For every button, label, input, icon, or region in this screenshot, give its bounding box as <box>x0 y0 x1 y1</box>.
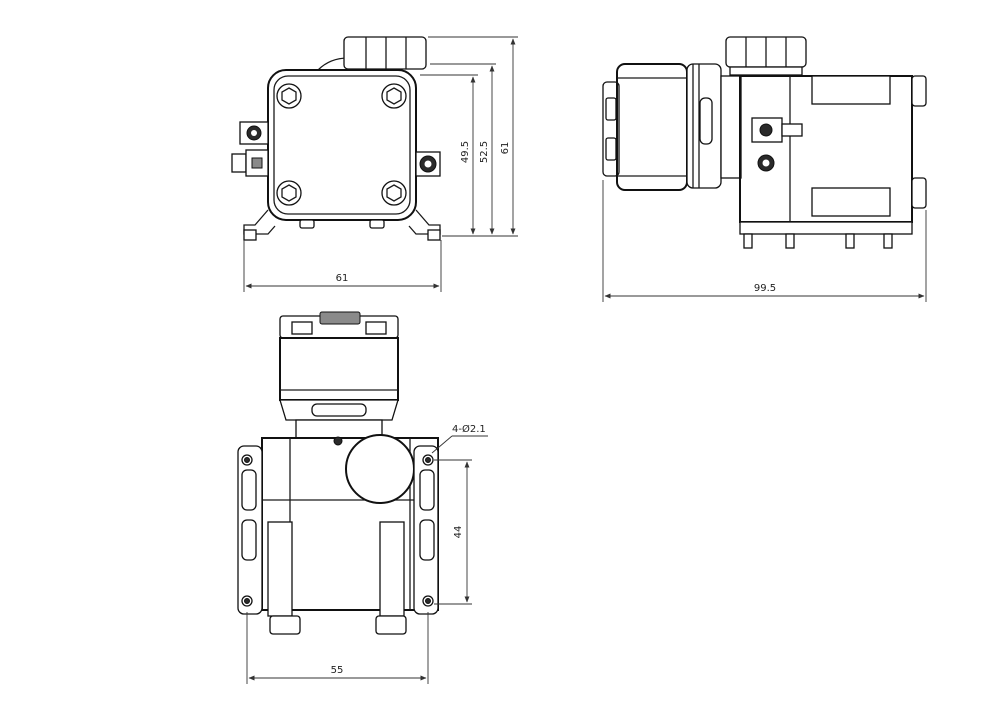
front-left-fitting-upper <box>239 121 269 145</box>
front-body <box>267 69 417 221</box>
plan-width-label: 55 <box>331 665 344 676</box>
side-base <box>739 221 913 249</box>
front-left-fitting-lower <box>231 149 269 177</box>
front-bolt-top-right <box>381 83 407 109</box>
plan-mount-label: 44 <box>453 526 464 539</box>
plan-right-bracket <box>413 445 439 615</box>
side-view: 99.5 <box>602 36 927 302</box>
front-mount-feet <box>243 209 441 241</box>
side-pump-body <box>739 75 927 223</box>
plan-body <box>261 434 439 635</box>
front-bolt-bottom-left <box>276 180 302 206</box>
side-length-dimension: 99.5 <box>602 180 927 302</box>
front-height-1-label: 49.5 <box>460 141 471 163</box>
plan-top-cap <box>279 311 399 339</box>
side-motor <box>602 63 688 191</box>
front-bolt-top-left <box>276 83 302 109</box>
plan-mount-dimension: 44 <box>434 459 472 605</box>
front-height-3-label: 61 <box>500 142 511 155</box>
front-view: 61 49.5 52.5 61 <box>231 36 518 292</box>
front-height-2-label: 52.5 <box>479 141 490 163</box>
plan-motor <box>279 337 399 439</box>
front-top-cap <box>317 36 427 71</box>
plan-width-dimension: 55 <box>246 612 429 684</box>
hole-callout: 4-Ø2.1 <box>431 423 488 454</box>
side-top-cap <box>725 36 807 76</box>
hole-callout-label: 4-Ø2.1 <box>452 423 486 435</box>
plan-view: 4-Ø2.1 44 55 <box>237 311 488 684</box>
side-length-label: 99.5 <box>754 283 776 294</box>
front-width-label: 61 <box>336 273 349 284</box>
front-right-fitting <box>415 151 441 177</box>
plan-left-bracket <box>237 445 263 615</box>
side-coupling <box>686 63 742 189</box>
front-width-dimension: 61 <box>243 240 442 292</box>
front-height-dimensions: 49.5 52.5 61 <box>420 36 518 237</box>
front-bolt-bottom-right <box>381 180 407 206</box>
